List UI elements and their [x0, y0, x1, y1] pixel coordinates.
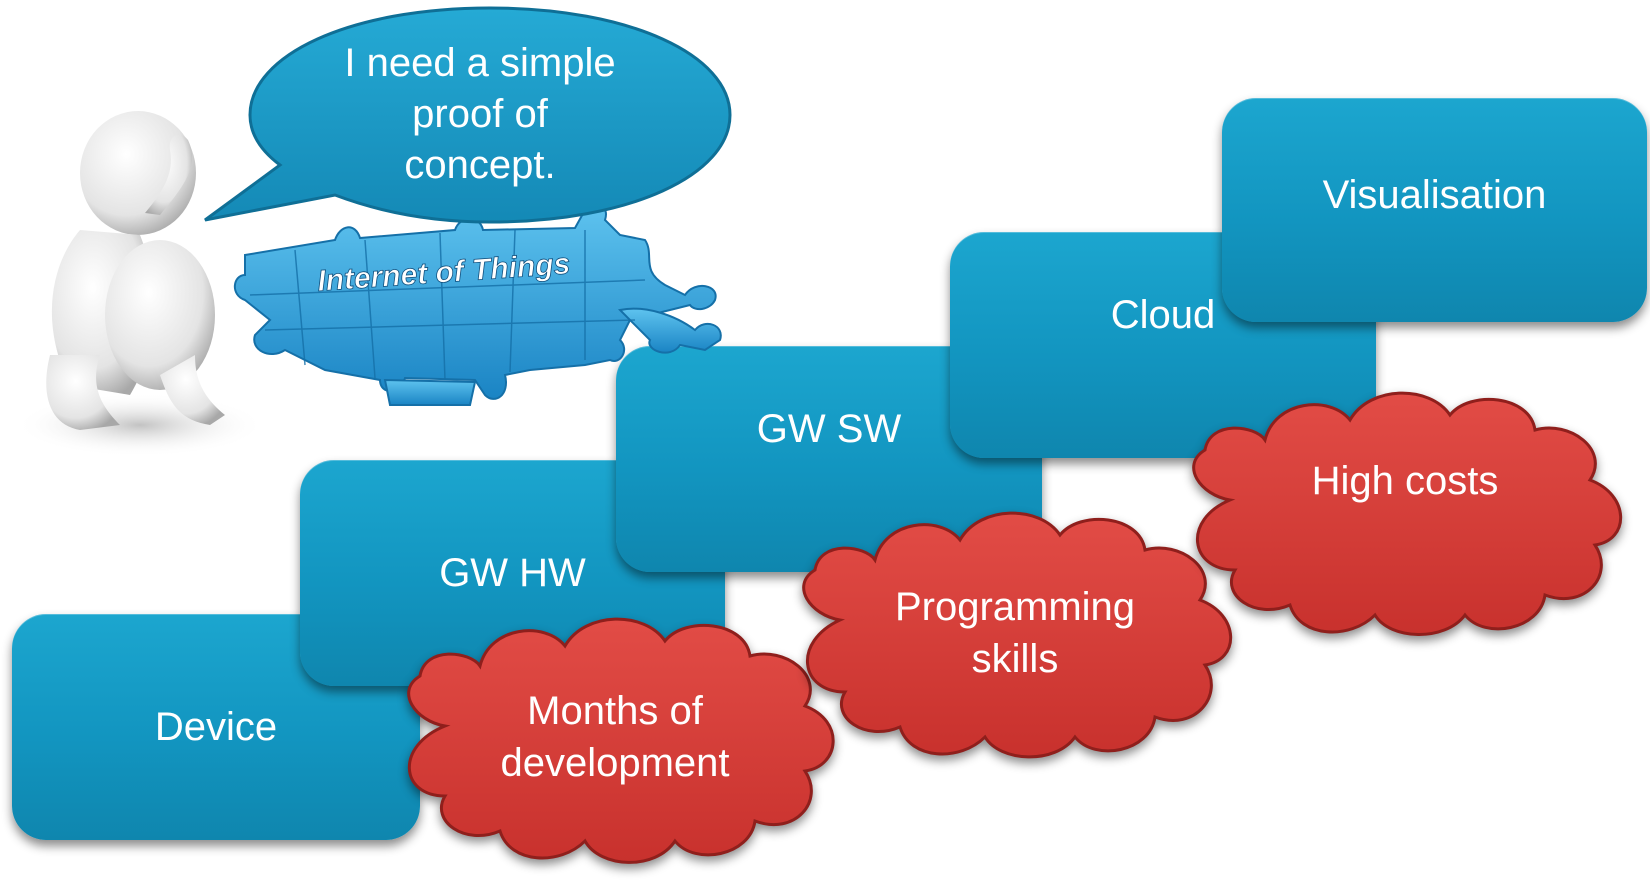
speech-line: proof of — [412, 92, 548, 137]
step-label: GW HW — [439, 550, 586, 595]
obstacle-cloud-months-of-development: Months of development — [375, 606, 855, 868]
obstacle-line: Programming — [894, 584, 1136, 629]
step-label: Visualisation — [1322, 172, 1547, 217]
obstacle-text: High costs — [1160, 380, 1650, 642]
speech-line: I need a simple — [344, 41, 616, 85]
speech-bubble-text: I need a simple proof of concept. — [310, 38, 650, 192]
speech-bubble: I need a simple proof of concept. — [200, 0, 760, 240]
step-label: GW SW — [756, 406, 902, 451]
obstacle-text: Programming skills — [770, 500, 1260, 765]
obstacle-line: Months of — [527, 689, 703, 733]
obstacle-text: Months of development — [375, 606, 855, 868]
step-label: Device — [154, 704, 278, 749]
obstacle-cloud-high-costs: High costs — [1160, 380, 1650, 642]
step-visualisation: Visualisation — [1222, 98, 1647, 322]
cloud-shape — [1192, 391, 1623, 636]
obstacle-line: development — [500, 741, 730, 785]
internet-of-things-puzzle: Internet of Things — [233, 203, 722, 406]
thinking-person-figure — [15, 111, 265, 457]
cloud-shape — [407, 617, 835, 864]
speech-bubble-shape — [204, 6, 732, 224]
obstacle-cloud-programming-skills: Programming skills — [770, 500, 1260, 765]
speech-line: concept. — [404, 143, 556, 188]
step-label: Cloud — [1110, 292, 1216, 337]
obstacle-line: High costs — [1311, 459, 1499, 503]
obstacle-line: skills — [971, 636, 1059, 681]
cloud-shape — [802, 511, 1233, 759]
